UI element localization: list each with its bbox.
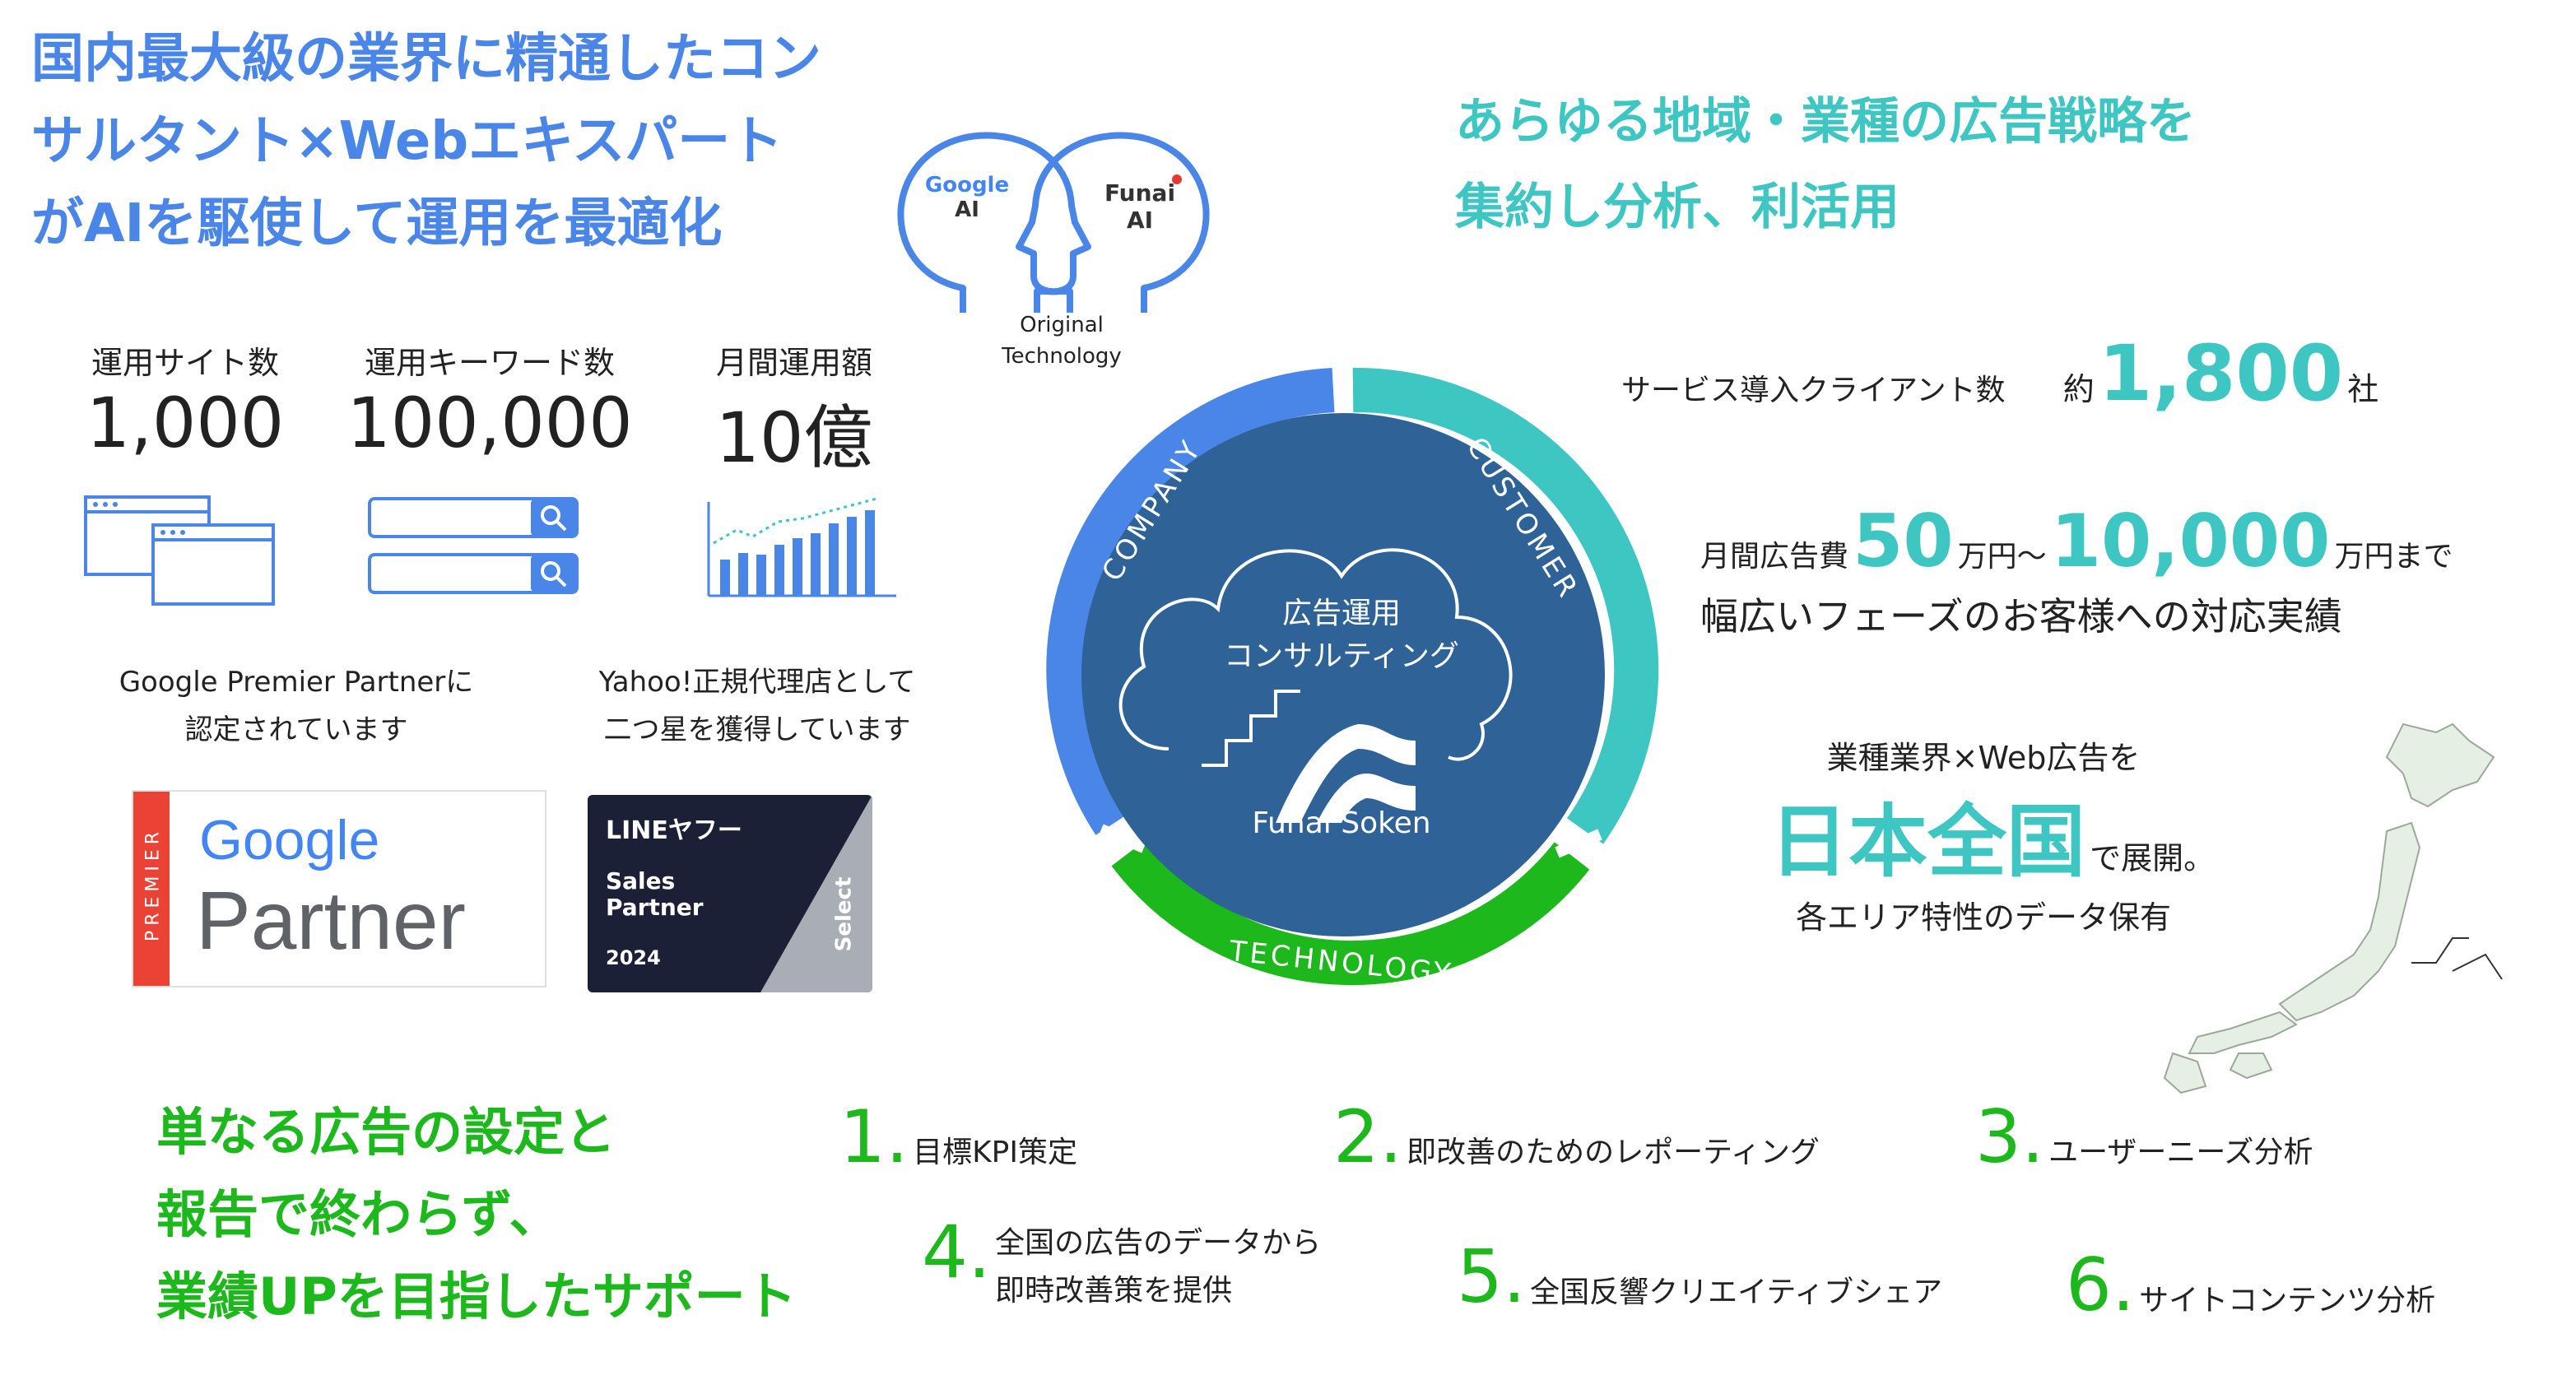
feature-3: 3. ユーザーニーズ分析 (1975, 1094, 2313, 1179)
browser-windows-icon (84, 495, 275, 606)
feature-4-text: 全国の広告のデータから (995, 1226, 1322, 1260)
yahoo-partner-text-1: Yahoo!正規代理店として (598, 666, 916, 699)
region-line-3: 各エリア特性のデータ保有 (1795, 899, 2171, 936)
budget-max: 10,000 (2050, 499, 2331, 583)
headline-right-line-1: あらゆる地域・業種の広告戦略を (1455, 93, 2196, 151)
headline-left-line-1: 国内最大級の業界に精通したコン (31, 29, 821, 90)
ai-heads-illustration: Google AI Funai AI Original Technology (864, 123, 1243, 370)
ly-line-1: Sales (606, 867, 676, 894)
stat-sites-value: 1,000 (86, 383, 285, 463)
funai-brand: Funai (1104, 179, 1176, 207)
budget-line-2: 幅広いフェーズのお客様への対応実績 (1700, 594, 2342, 639)
caption-line-2: Technology (1002, 344, 1122, 369)
feature-2-number: 2. (1333, 1094, 1402, 1179)
feature-4-number: 4. (922, 1210, 991, 1294)
bottom-headline-line-2: 報告で終わらず、 (156, 1184, 560, 1244)
budget-mid: 万円〜 (1957, 540, 2047, 574)
region-big: 日本全国 (1769, 796, 2085, 888)
headline-left-line-3: がAIを駆使して運用を最適化 (31, 193, 723, 254)
budget-min: 50 (1853, 499, 1954, 583)
feature-1-number: 1. (839, 1094, 909, 1179)
feature-2: 2. 即改善のためのレポーティング (1333, 1094, 1820, 1179)
badge-red-stripe (133, 792, 170, 986)
feature-5: 5. 全国反響クリエイティブシェア (1457, 1234, 1942, 1319)
budget-suffix: 万円まで (2334, 540, 2453, 574)
ai-heads-icon (897, 132, 1210, 313)
search-bars-icon (368, 497, 579, 594)
japan-map-icon (2163, 723, 2503, 1094)
ly-year: 2024 (606, 946, 661, 969)
feature-3-number: 3. (1975, 1094, 2044, 1179)
feature-2-text: 即改善のためのレポーティング (1407, 1136, 1820, 1169)
funai-soken-logo-text: Funai Soken (1252, 806, 1431, 840)
google-partner-text-2: 認定されています (184, 713, 408, 746)
bottom-headline-line-3: 業績UPを目指したサポート (156, 1266, 797, 1327)
feature-6: 6. サイトコンテンツ分析 (2066, 1243, 2435, 1327)
ring-center-line-2: コンサルティング (1224, 639, 1459, 673)
feature-3-text: ユーザーニーズ分析 (2048, 1136, 2313, 1169)
clients-value: 1,800 (2098, 329, 2344, 419)
yahoo-partner-text: Yahoo!正規代理店として 二つ星を獲得しています (543, 658, 971, 754)
clients-stat: サービス導入クライアント数 約 1,800 社 (1621, 329, 2378, 428)
stat-keywords-label: 運用キーワード数 (364, 345, 615, 381)
feature-6-number: 6. (2066, 1243, 2135, 1327)
google-ai: AI (955, 197, 979, 222)
feature-4: 4. 全国の広告のデータから 即時改善策を提供 (922, 1210, 1321, 1315)
partner-logo-text: Partner (196, 875, 466, 967)
ring-graphic (1046, 362, 1659, 986)
budget-stat: 月間広告費 50 万円〜 10,000 万円まで 幅広いフェーズのお客様への対応… (1700, 499, 2453, 641)
original-technology-caption: Original Technology (963, 309, 1160, 372)
yahoo-partner-text-2: 二つ星を獲得しています (603, 713, 911, 746)
google-brand: Google (924, 173, 1010, 197)
stat-keywords-value: 100,000 (346, 383, 633, 463)
feature-1-text: 目標KPI策定 (913, 1136, 1077, 1169)
ly-tier: Select (831, 876, 857, 952)
stat-sites: 運用サイト数 1,000 (12, 337, 358, 463)
concept-ring: COMPANY CUSTOMER TECHNOLOGY 広告運用 コンサルティン… (1004, 337, 1662, 1012)
headline-left: 国内最大級の業界に精通したコン サルタント×Webエキスパート がAIを駆使して… (31, 18, 821, 265)
feature-6-text: サイトコンテンツ分析 (2139, 1284, 2436, 1317)
ring-center-text: 広告運用 コンサルティング (1185, 592, 1498, 678)
google-premier-partner-badge: PREMIER Google Partner (132, 790, 546, 987)
bottom-headline: 単なる広告の設定と 報告で終わらず、 業績UPを目指したサポート (156, 1091, 797, 1338)
stat-keywords: 運用キーワード数 100,000 (317, 337, 663, 463)
premier-label: PREMIER (142, 826, 164, 942)
ly-line-2: Partner (606, 894, 704, 921)
region-line-1: 業種業界×Web広告を (1826, 740, 2141, 776)
stat-budget: 月間運用額 10億 (621, 337, 967, 482)
funai-dot-icon (1172, 174, 1182, 184)
ly-brand: LINEヤフー (606, 816, 742, 845)
headline-left-line-2: サルタント×Webエキスパート (31, 111, 783, 172)
google-logo-text: Google (199, 809, 380, 871)
bottom-headline-line-1: 単なる広告の設定と (156, 1102, 616, 1162)
clients-suffix: 社 (2347, 371, 2379, 407)
stat-budget-label: 月間運用額 (715, 345, 872, 381)
caption-line-1: Original (1020, 313, 1104, 337)
feature-1: 1. 目標KPI策定 (839, 1094, 1077, 1179)
clients-prefix: 約 (2062, 371, 2095, 407)
feature-5-text: 全国反響クリエイティブシェア (1530, 1275, 1943, 1309)
google-partner-text-1: Google Premier Partnerに (119, 666, 474, 699)
stat-sites-label: 運用サイト数 (91, 345, 279, 381)
funai-ai: AI (1126, 207, 1154, 234)
headline-right-line-2: 集約し分析、利活用 (1455, 179, 1899, 236)
funai-ai-label: Funai AI (1090, 179, 1189, 234)
growth-chart-icon (707, 497, 896, 597)
region-stat: 業種業界×Web広告を 日本全国 で展開。 各エリア特性のデータ保有 (1769, 732, 2215, 937)
clients-label: サービス導入クライアント数 (1621, 374, 2006, 407)
ring-center-line-1: 広告運用 (1281, 597, 1401, 630)
stat-budget-value: 10億 (715, 397, 873, 478)
google-partner-text: Google Premier Partnerに 認定されています (82, 658, 510, 754)
ly-sales-partner-badge: LINEヤフー Sales Partner 2024 Select (588, 795, 872, 992)
region-suffix: で展開。 (2090, 840, 2216, 876)
badge-gray-triangle-icon (760, 795, 872, 992)
feature-4-text-2: 即時改善策を提供 (995, 1274, 1233, 1308)
headline-right: あらゆる地域・業種の広告戦略を 集約し分析、利活用 (1455, 79, 2196, 250)
budget-prefix: 月間広告費 (1700, 540, 1849, 574)
feature-5-number: 5. (1457, 1234, 1526, 1319)
google-ai-label: Google AI (909, 173, 1025, 222)
